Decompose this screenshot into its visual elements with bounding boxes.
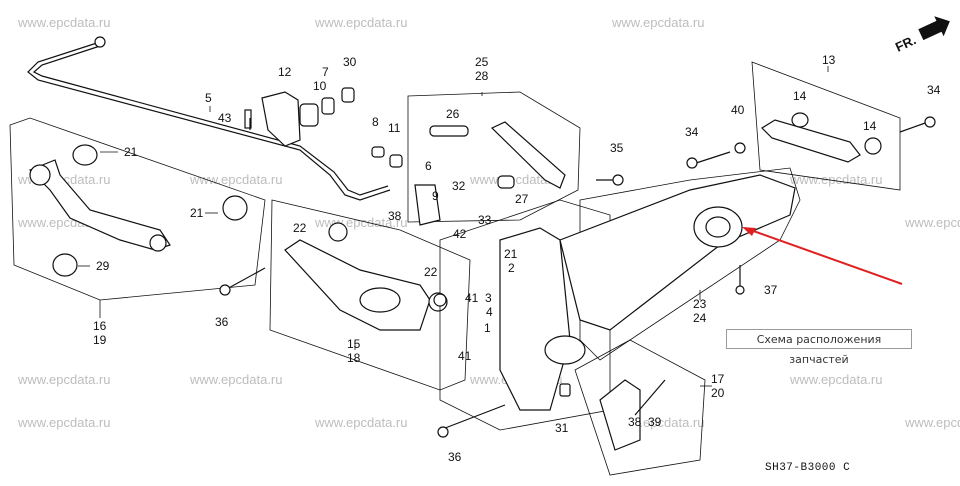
callout-40[interactable]: 40 (731, 103, 745, 117)
mounting-bracket (574, 339, 706, 476)
callout-37[interactable]: 37 (764, 283, 778, 297)
callout-30[interactable]: 30 (343, 55, 357, 69)
callout-35[interactable]: 35 (610, 141, 624, 155)
callout-43[interactable]: 43 (218, 111, 232, 125)
callout-14[interactable]: 14 (793, 89, 807, 103)
watermark-text: www.epcdata.ru (611, 15, 705, 30)
callout-13[interactable]: 13 (822, 53, 836, 67)
watermark-text: www.epcdata.ru (469, 172, 563, 187)
callout-19[interactable]: 19 (93, 333, 107, 347)
callout-18[interactable]: 18 (347, 351, 361, 365)
callout-41[interactable]: 41 (458, 349, 472, 363)
callout-14[interactable]: 14 (863, 119, 877, 133)
callout-17[interactable]: 17 (711, 372, 725, 386)
stabilizer-bar (27, 36, 391, 201)
callout-2[interactable]: 2 (508, 261, 515, 275)
highlight-pointer (744, 227, 903, 285)
callout-31[interactable]: 31 (555, 421, 569, 435)
watermark-text: www.epcdata.ru (904, 215, 960, 230)
callout-36[interactable]: 36 (448, 450, 462, 464)
callout-6[interactable]: 6 (425, 159, 432, 173)
front-label: FR. (893, 32, 918, 54)
callout-21[interactable]: 21 (190, 206, 204, 220)
watermark-text: www.epcdata.ru (789, 172, 883, 187)
watermark-text: www.epcdata.ru (17, 372, 111, 387)
trailing-arm (269, 199, 471, 391)
callout-4[interactable]: 4 (486, 305, 493, 319)
callout-38[interactable]: 38 (628, 415, 642, 429)
callout-42[interactable]: 42 (453, 227, 467, 241)
rear-knuckle (437, 199, 611, 438)
watermark-text: www.epcdata.ru (17, 415, 111, 430)
leader-lines (78, 66, 829, 387)
front-direction-indicator: FR. (893, 16, 950, 55)
callout-33[interactable]: 33 (478, 213, 492, 227)
callout-20[interactable]: 20 (711, 386, 725, 400)
watermark-text: www.epcdata.ru (789, 372, 883, 387)
callout-26[interactable]: 26 (446, 107, 460, 121)
callout-9[interactable]: 9 (432, 189, 439, 203)
callout-32[interactable]: 32 (452, 179, 466, 193)
watermark-text: www.epcdata.ru (17, 15, 111, 30)
callout-34[interactable]: 34 (685, 125, 699, 139)
watermark-text: www.epcdata.ru (314, 415, 408, 430)
callout-11[interactable]: 11 (388, 121, 401, 135)
lower-arm-group (9, 117, 266, 301)
callout-22[interactable]: 22 (424, 265, 438, 279)
callout-36[interactable]: 36 (215, 315, 229, 329)
callout-21[interactable]: 21 (504, 247, 518, 261)
callout-5[interactable]: 5 (205, 91, 212, 105)
stabilizer-bracket (244, 87, 355, 147)
callout-7[interactable]: 7 (322, 65, 329, 79)
callout-39[interactable]: 39 (648, 415, 662, 429)
callout-labels: 21 21 29 16 19 36 5 43 12 7 30 10 8 11 6… (93, 53, 941, 464)
callout-27[interactable]: 27 (515, 192, 529, 206)
callout-22[interactable]: 22 (293, 221, 307, 235)
callout-23[interactable]: 23 (693, 297, 707, 311)
callout-16[interactable]: 16 (93, 319, 107, 333)
watermark-text: www.epcdata.ru (314, 15, 408, 30)
callout-10[interactable]: 10 (313, 79, 327, 93)
callout-29[interactable]: 29 (96, 259, 110, 273)
callout-41[interactable]: 41 (465, 291, 479, 305)
callout-38[interactable]: 38 (388, 209, 402, 223)
callout-8[interactable]: 8 (372, 115, 379, 129)
callout-24[interactable]: 24 (693, 311, 707, 325)
callout-28[interactable]: 28 (475, 69, 489, 83)
fastener-set (219, 118, 746, 307)
diagram-tooltip: Схема расположения запчастей (726, 329, 912, 366)
callout-21[interactable]: 21 (124, 145, 138, 159)
watermark-text: www.epcdata.ru (189, 172, 283, 187)
front-arrow-icon (918, 16, 950, 41)
diagram-code: SH37-B3000 C (765, 462, 850, 474)
callout-15[interactable]: 15 (347, 337, 361, 351)
upper-link-group (371, 91, 581, 226)
callout-25[interactable]: 25 (475, 55, 489, 69)
watermark-text: www.epcdata.ru (904, 415, 960, 430)
callout-1[interactable]: 1 (484, 321, 491, 335)
upper-arm (751, 61, 936, 191)
callout-12[interactable]: 12 (278, 65, 292, 79)
pointer-arrowhead-icon (742, 227, 756, 236)
callout-34[interactable]: 34 (927, 83, 941, 97)
watermark-text: www.epcdata.ru (189, 372, 283, 387)
rear-lower-arm (559, 167, 801, 361)
callout-3[interactable]: 3 (485, 291, 492, 305)
